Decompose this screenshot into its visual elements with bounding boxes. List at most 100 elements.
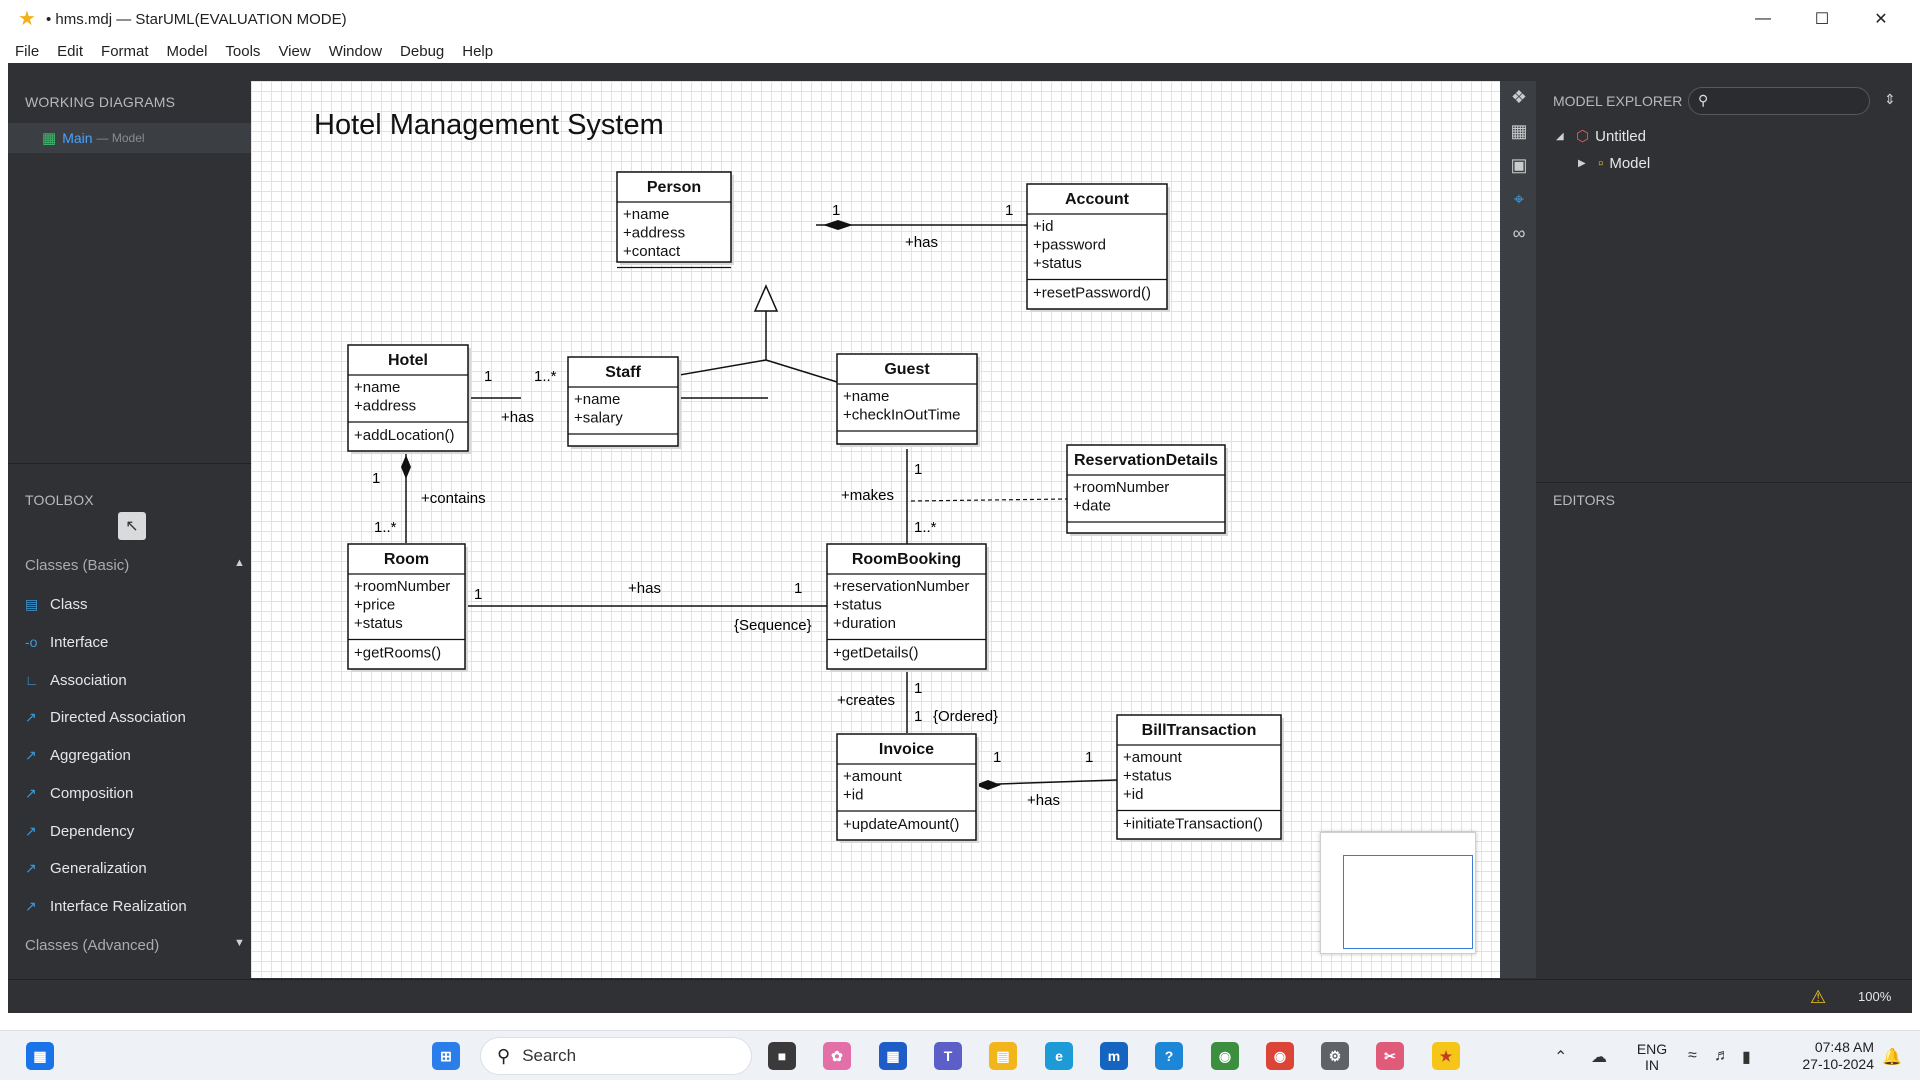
extensions-icon[interactable]: ❖ [1510,87,1528,107]
dependency-icon: ↗ [25,822,37,839]
role-label: +has [905,234,938,251]
sort-icon[interactable]: ⇕ [1884,91,1896,107]
menu-window[interactable]: Window [328,42,383,60]
toolbox-section-basic[interactable]: Classes (Basic) [25,557,130,574]
menu-model[interactable]: Model [166,42,208,60]
class-attribute: +id [1033,218,1053,235]
class-frame [347,344,469,452]
class-box-bill-transaction[interactable]: BillTransaction+amount+status+id+initiat… [1116,714,1284,842]
tree-expanded-icon[interactable]: ◢ [1556,130,1564,142]
mysql-icon[interactable]: m [1100,1042,1128,1070]
class-box-person[interactable]: Person+name+address+contact [616,171,734,269]
minimap-viewport[interactable] [1343,855,1473,949]
start-icon[interactable]: ⊞ [432,1042,460,1070]
multiplicity-label: 1 [914,461,922,478]
class-box-room-booking[interactable]: RoomBooking+reservationNumber+status+dur… [826,543,989,672]
class-name: Hotel [388,352,428,369]
class-box-guest[interactable]: Guest+name+checkInOutTime [836,353,980,447]
navigator-icon[interactable]: ⌖ [1513,189,1525,209]
minimize-button[interactable]: — [1734,0,1792,38]
language-indicator[interactable]: ENG IN [1636,1041,1668,1073]
onedrive-icon[interactable]: ☁ [1591,1049,1607,1066]
menu-tools[interactable]: Tools [225,42,261,60]
settings-icon[interactable]: ⚙ [1321,1042,1349,1070]
wifi-icon[interactable]: ≈ [1688,1047,1697,1064]
class-box-room[interactable]: Room+roomNumber+price+status+getRooms() [347,543,468,672]
class-attribute: +address [623,225,685,242]
class-name: Person [647,179,701,196]
menu-format[interactable]: Format [101,42,149,60]
class-attribute: +date [1073,498,1111,515]
snipping-tool-icon[interactable]: ✂ [1376,1042,1404,1070]
tree-item-model[interactable]: ▶ ▫ Model [1578,154,1651,172]
menu-debug[interactable]: Debug [400,42,445,60]
constraint-label: {Ordered} [933,708,998,725]
tool-generalization[interactable]: ↗Generalization [25,859,147,877]
chrome-icon[interactable]: ◉ [1266,1042,1294,1070]
class-box-reservation-details[interactable]: ReservationDetails+roomNumber+date [1066,444,1228,536]
tool-composition[interactable]: ↗Composition [25,784,134,802]
class-attribute: +status [1033,255,1082,272]
constraint-label: {Sequence} [734,617,812,634]
class-attribute: +id [843,787,863,804]
tree-item-untitled[interactable]: ◢ ⬡ Untitled [1556,127,1646,146]
volume-icon[interactable]: ♬ [1714,1047,1730,1064]
composition-diamond-3 [975,780,1001,790]
close-button[interactable]: ✕ [1852,0,1910,38]
battery-icon[interactable]: ▮ [1742,1049,1751,1066]
tool-association[interactable]: ∟Association [25,671,127,689]
collapse-arrow-icon[interactable]: ▲ [234,557,245,569]
warning-icon[interactable]: ⚠ [1810,987,1827,1007]
diagram-title: Hotel Management System [314,109,664,141]
toolbox-section-advanced[interactable]: Classes (Advanced) [25,937,160,954]
clock[interactable]: 07:48 AM 27-10-2024 [1802,1039,1874,1072]
tool-class[interactable]: ▤Class [25,595,88,613]
layout-icon[interactable]: ▦ [1510,121,1528,141]
class-frame [1066,444,1226,534]
class-attribute: +roomNumber [1073,479,1169,496]
tool-dependency[interactable]: ↗Dependency [25,822,135,840]
tool-directed-association[interactable]: ↗Directed Association [25,708,186,726]
notification-icon[interactable]: 🔔 [1882,1049,1902,1066]
class-name: Invoice [879,741,934,758]
staruml-taskbar-icon[interactable]: ★ [1432,1042,1460,1070]
menu-edit[interactable]: Edit [57,42,84,60]
model-search-input[interactable] [1688,87,1870,115]
class-box-invoice[interactable]: Invoice+amount+id+updateAmount() [836,733,979,843]
tray-overflow-icon[interactable]: ⌃ [1554,1049,1568,1066]
panel-divider [1536,482,1912,483]
zoom-level[interactable]: 100% [1858,989,1892,1004]
select-tool-button[interactable]: ↖ [118,512,146,540]
minimap[interactable] [1320,832,1476,954]
menu-view[interactable]: View [278,42,311,60]
class-box-staff[interactable]: Staff+name+salary [567,356,681,449]
markdown-icon[interactable]: ▣ [1510,155,1528,175]
tree-collapsed-icon[interactable]: ▶ [1578,157,1586,169]
maximize-button[interactable]: ☐ [1793,0,1851,38]
file-explorer-icon[interactable]: ▤ [989,1042,1017,1070]
taskbar-search-box[interactable]: ⚲ Search [480,1037,752,1075]
share-icon[interactable]: ∞ [1512,223,1526,243]
class-attribute: +password [1033,237,1106,254]
teams-icon[interactable]: T [934,1042,962,1070]
class-box-hotel[interactable]: Hotel+name+address+addLocation() [347,344,471,454]
game-icon[interactable]: ◉ [1211,1042,1239,1070]
menu-help[interactable]: Help [462,42,494,60]
widgets-icon[interactable]: ▦ [26,1042,54,1070]
help-icon[interactable]: ? [1155,1042,1183,1070]
copilot-icon[interactable]: ✿ [823,1042,851,1070]
store-icon[interactable]: ▦ [879,1042,907,1070]
tool-aggregation[interactable]: ↗Aggregation [25,746,131,764]
task-view-icon[interactable]: ■ [768,1042,796,1070]
class-frame [567,356,679,447]
menu-file[interactable]: File [15,42,40,60]
expand-arrow-icon[interactable]: ▼ [234,937,245,949]
class-attribute: +name [623,206,669,223]
tool-interface-realization[interactable]: ↗Interface Realization [25,897,187,915]
class-box-account[interactable]: Account+id+password+status+resetPassword… [1026,183,1170,312]
edge-icon[interactable]: e [1045,1042,1073,1070]
diagram-canvas[interactable]: Hotel Management System 1 1 +has 1 1..* … [251,81,1500,978]
working-diagram-item-main[interactable]: ▦ Main — Model [8,123,258,153]
class-frame [836,733,977,841]
